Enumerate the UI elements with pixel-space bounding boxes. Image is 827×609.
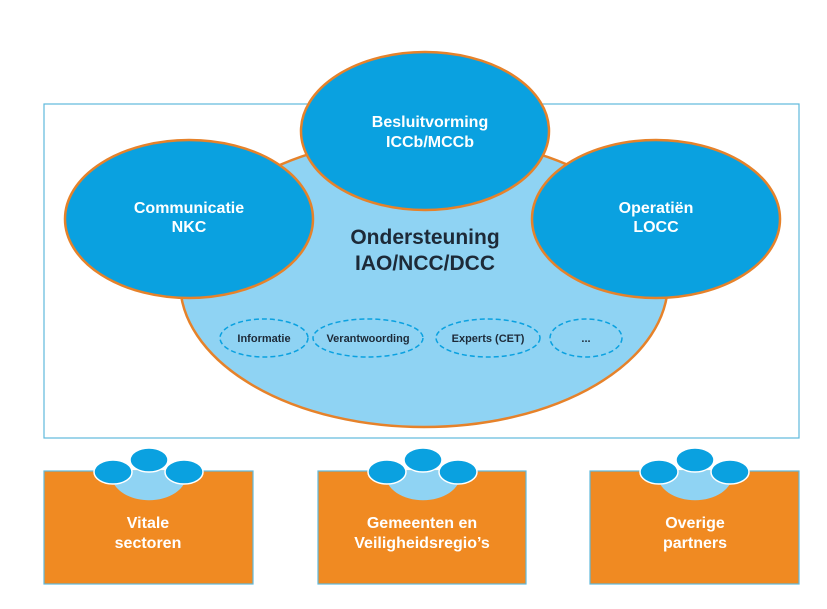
communication-node: Communicatie NKC <box>63 138 315 300</box>
support-item-experts: Experts (CET) <box>435 318 541 358</box>
link-connector <box>367 447 478 501</box>
partner-box-line2: partners <box>663 535 727 552</box>
decision-line2: ICCb/MCCb <box>386 134 474 151</box>
partner-box-other-partners: Overige partners <box>589 447 800 585</box>
support-item-label: ... <box>581 333 590 345</box>
support-title-line1: Ondersteuning <box>350 226 499 249</box>
support-item-label: Informatie <box>237 333 290 345</box>
partner-box-line1: Vitale <box>127 515 170 532</box>
support-title-line2: IAO/NCC/DCC <box>355 252 495 275</box>
support-item-label: Verantwoording <box>326 333 409 345</box>
communication-line1: Communicatie <box>134 200 244 217</box>
link-connector <box>639 447 750 501</box>
support-item-more: ... <box>549 318 623 358</box>
partner-box-line2: Veiligheidsregio’s <box>354 535 490 552</box>
partner-box-line1: Gemeenten en <box>367 515 477 532</box>
decision-line1: Besluitvorming <box>372 114 488 131</box>
support-item-verantwoording: Verantwoording <box>312 318 424 358</box>
support-item-label: Experts (CET) <box>452 333 525 345</box>
decision-node: Besluitvorming ICCb/MCCb <box>299 50 551 212</box>
support-item-informatie: Informatie <box>219 318 309 358</box>
operations-node: Operatiën LOCC <box>530 138 782 300</box>
link-connector <box>93 447 204 501</box>
partner-box-municipalities: Gemeenten en Veiligheidsregio’s <box>317 447 527 585</box>
partner-box-line1: Overige <box>665 515 725 532</box>
operations-line2: LOCC <box>633 219 679 236</box>
communication-line2: NKC <box>172 219 207 236</box>
partner-box-vital-sectors: Vitale sectoren <box>43 447 254 585</box>
operations-line1: Operatiën <box>619 200 694 217</box>
partner-box-line2: sectoren <box>115 535 182 552</box>
